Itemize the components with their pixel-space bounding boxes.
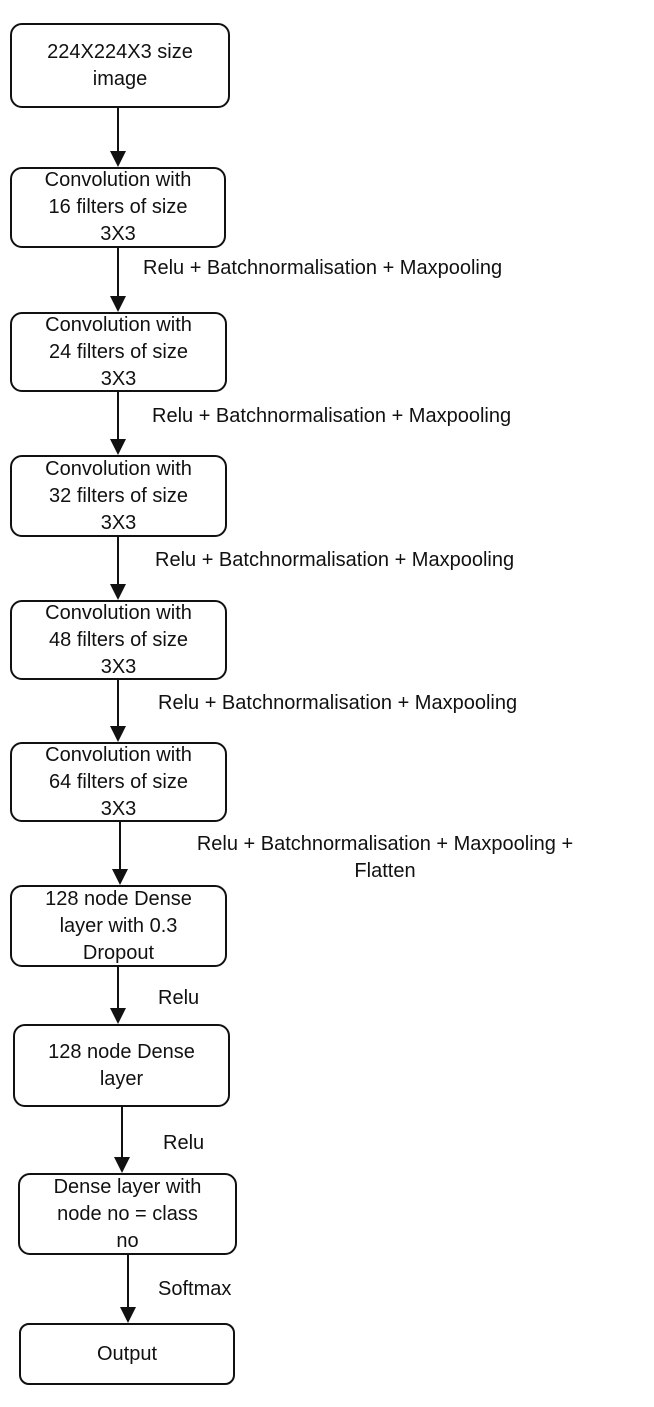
node-dense-128-dropout: 128 node Dense layer with 0.3 Dropout	[10, 885, 227, 967]
node-dense-class-label: Dense layer with node no = class no	[53, 1175, 202, 1252]
node-conv-48-label: Convolution with 48 filters of size 3X3	[45, 601, 192, 678]
flow-arrow-4	[110, 537, 126, 600]
arrow-shaft	[117, 967, 119, 1011]
arrow-down-icon	[110, 151, 126, 167]
node-conv-32-label: Convolution with 32 filters of size 3X3	[45, 457, 192, 534]
node-conv-24-label: Convolution with 24 filters of size 3X3	[45, 313, 192, 390]
arrow-down-icon	[120, 1307, 136, 1323]
node-input-image: 224X224X3 size image	[10, 23, 230, 108]
node-input-image-label: 224X224X3 size image	[47, 40, 193, 90]
arrow-down-icon	[110, 726, 126, 742]
flow-arrow-7	[110, 967, 126, 1024]
arrow-shaft	[119, 822, 121, 872]
node-dense-128-label: 128 node Dense layer	[48, 1040, 195, 1090]
edge-label-softmax: Softmax	[158, 1278, 232, 1300]
flow-arrow-6	[112, 822, 128, 885]
node-conv-24: Convolution with 24 filters of size 3X3	[10, 312, 227, 392]
arrow-down-icon	[110, 584, 126, 600]
arrow-down-icon	[110, 296, 126, 312]
node-conv-16-label: Convolution with 16 filters of size 3X3	[44, 169, 192, 245]
node-conv-64: Convolution with 64 filters of size 3X3	[10, 742, 227, 822]
node-conv-48: Convolution with 48 filters of size 3X3	[10, 600, 227, 680]
flow-arrow-3	[110, 392, 126, 455]
node-conv-16: Convolution with 16 filters of size 3X3	[10, 167, 226, 248]
edge-label-conv48-conv64: Relu + Batchnormalisation + Maxpooling	[158, 692, 518, 714]
arrow-down-icon	[112, 869, 128, 885]
edge-label-dense-dropout-relu: Relu	[158, 987, 200, 1009]
node-output-label: Output	[96, 1342, 158, 1365]
node-conv-32: Convolution with 32 filters of size 3X3	[10, 455, 227, 537]
arrow-shaft	[117, 537, 119, 587]
arrow-shaft	[117, 108, 119, 154]
edge-label-conv16-conv24: Relu + Batchnormalisation + Maxpooling	[143, 257, 503, 279]
node-conv-64-label: Convolution with 64 filters of size 3X3	[45, 743, 192, 820]
edge-label-conv64-dense: Relu + Batchnormalisation + Maxpooling +…	[196, 833, 574, 882]
arrow-shaft	[117, 392, 119, 442]
node-dense-128: 128 node Dense layer	[13, 1024, 230, 1107]
flow-arrow-5	[110, 680, 126, 742]
node-output: Output	[19, 1323, 235, 1385]
flow-arrow-8	[114, 1107, 130, 1173]
arrow-shaft	[121, 1107, 123, 1160]
arrow-down-icon	[110, 1008, 126, 1024]
edge-label-conv24-conv32: Relu + Batchnormalisation + Maxpooling	[152, 405, 512, 427]
flow-arrow-2	[110, 248, 126, 312]
arrow-shaft	[117, 680, 119, 729]
flow-arrow-1	[110, 108, 126, 167]
edge-label-dense-relu: Relu	[163, 1132, 205, 1154]
arrow-down-icon	[110, 439, 126, 455]
node-dense-class: Dense layer with node no = class no	[18, 1173, 237, 1255]
arrow-shaft	[117, 248, 119, 299]
flow-arrow-9	[120, 1255, 136, 1323]
arrow-down-icon	[114, 1157, 130, 1173]
edge-label-conv32-conv48: Relu + Batchnormalisation + Maxpooling	[155, 549, 515, 571]
arrow-shaft	[127, 1255, 129, 1310]
node-dense-128-dropout-label: 128 node Dense layer with 0.3 Dropout	[45, 887, 192, 964]
